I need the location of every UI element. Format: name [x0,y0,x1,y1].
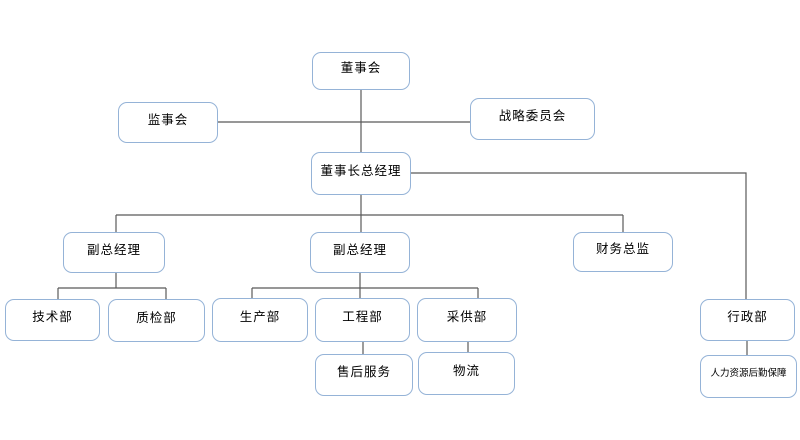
org-node-deputy-gm-mid: 副总经理 [310,232,410,273]
org-node-tech-dept: 技术部 [5,299,100,341]
org-node-procurement-dept: 采供部 [417,298,517,342]
org-node-finance-director: 财务总监 [573,232,673,272]
org-node-strategy-committee: 战略委员会 [470,98,595,140]
connector-chairman-admin [411,172,747,299]
org-node-engineering-dept: 工程部 [315,298,410,342]
org-node-supervisory-board: 监事会 [118,102,218,143]
org-node-qc-dept: 质检部 [108,299,205,342]
org-node-logistics: 物流 [418,352,515,395]
org-node-board: 董事会 [312,52,410,90]
org-node-chairman-gm: 董事长总经理 [311,152,411,195]
org-node-admin-dept: 行政部 [700,299,795,341]
org-node-production-dept: 生产部 [212,298,308,342]
org-node-hr-logistics-support: 人力资源后勤保障 [700,355,797,398]
org-node-deputy-gm-left: 副总经理 [63,232,165,273]
org-node-after-sales-service: 售后服务 [315,354,413,396]
